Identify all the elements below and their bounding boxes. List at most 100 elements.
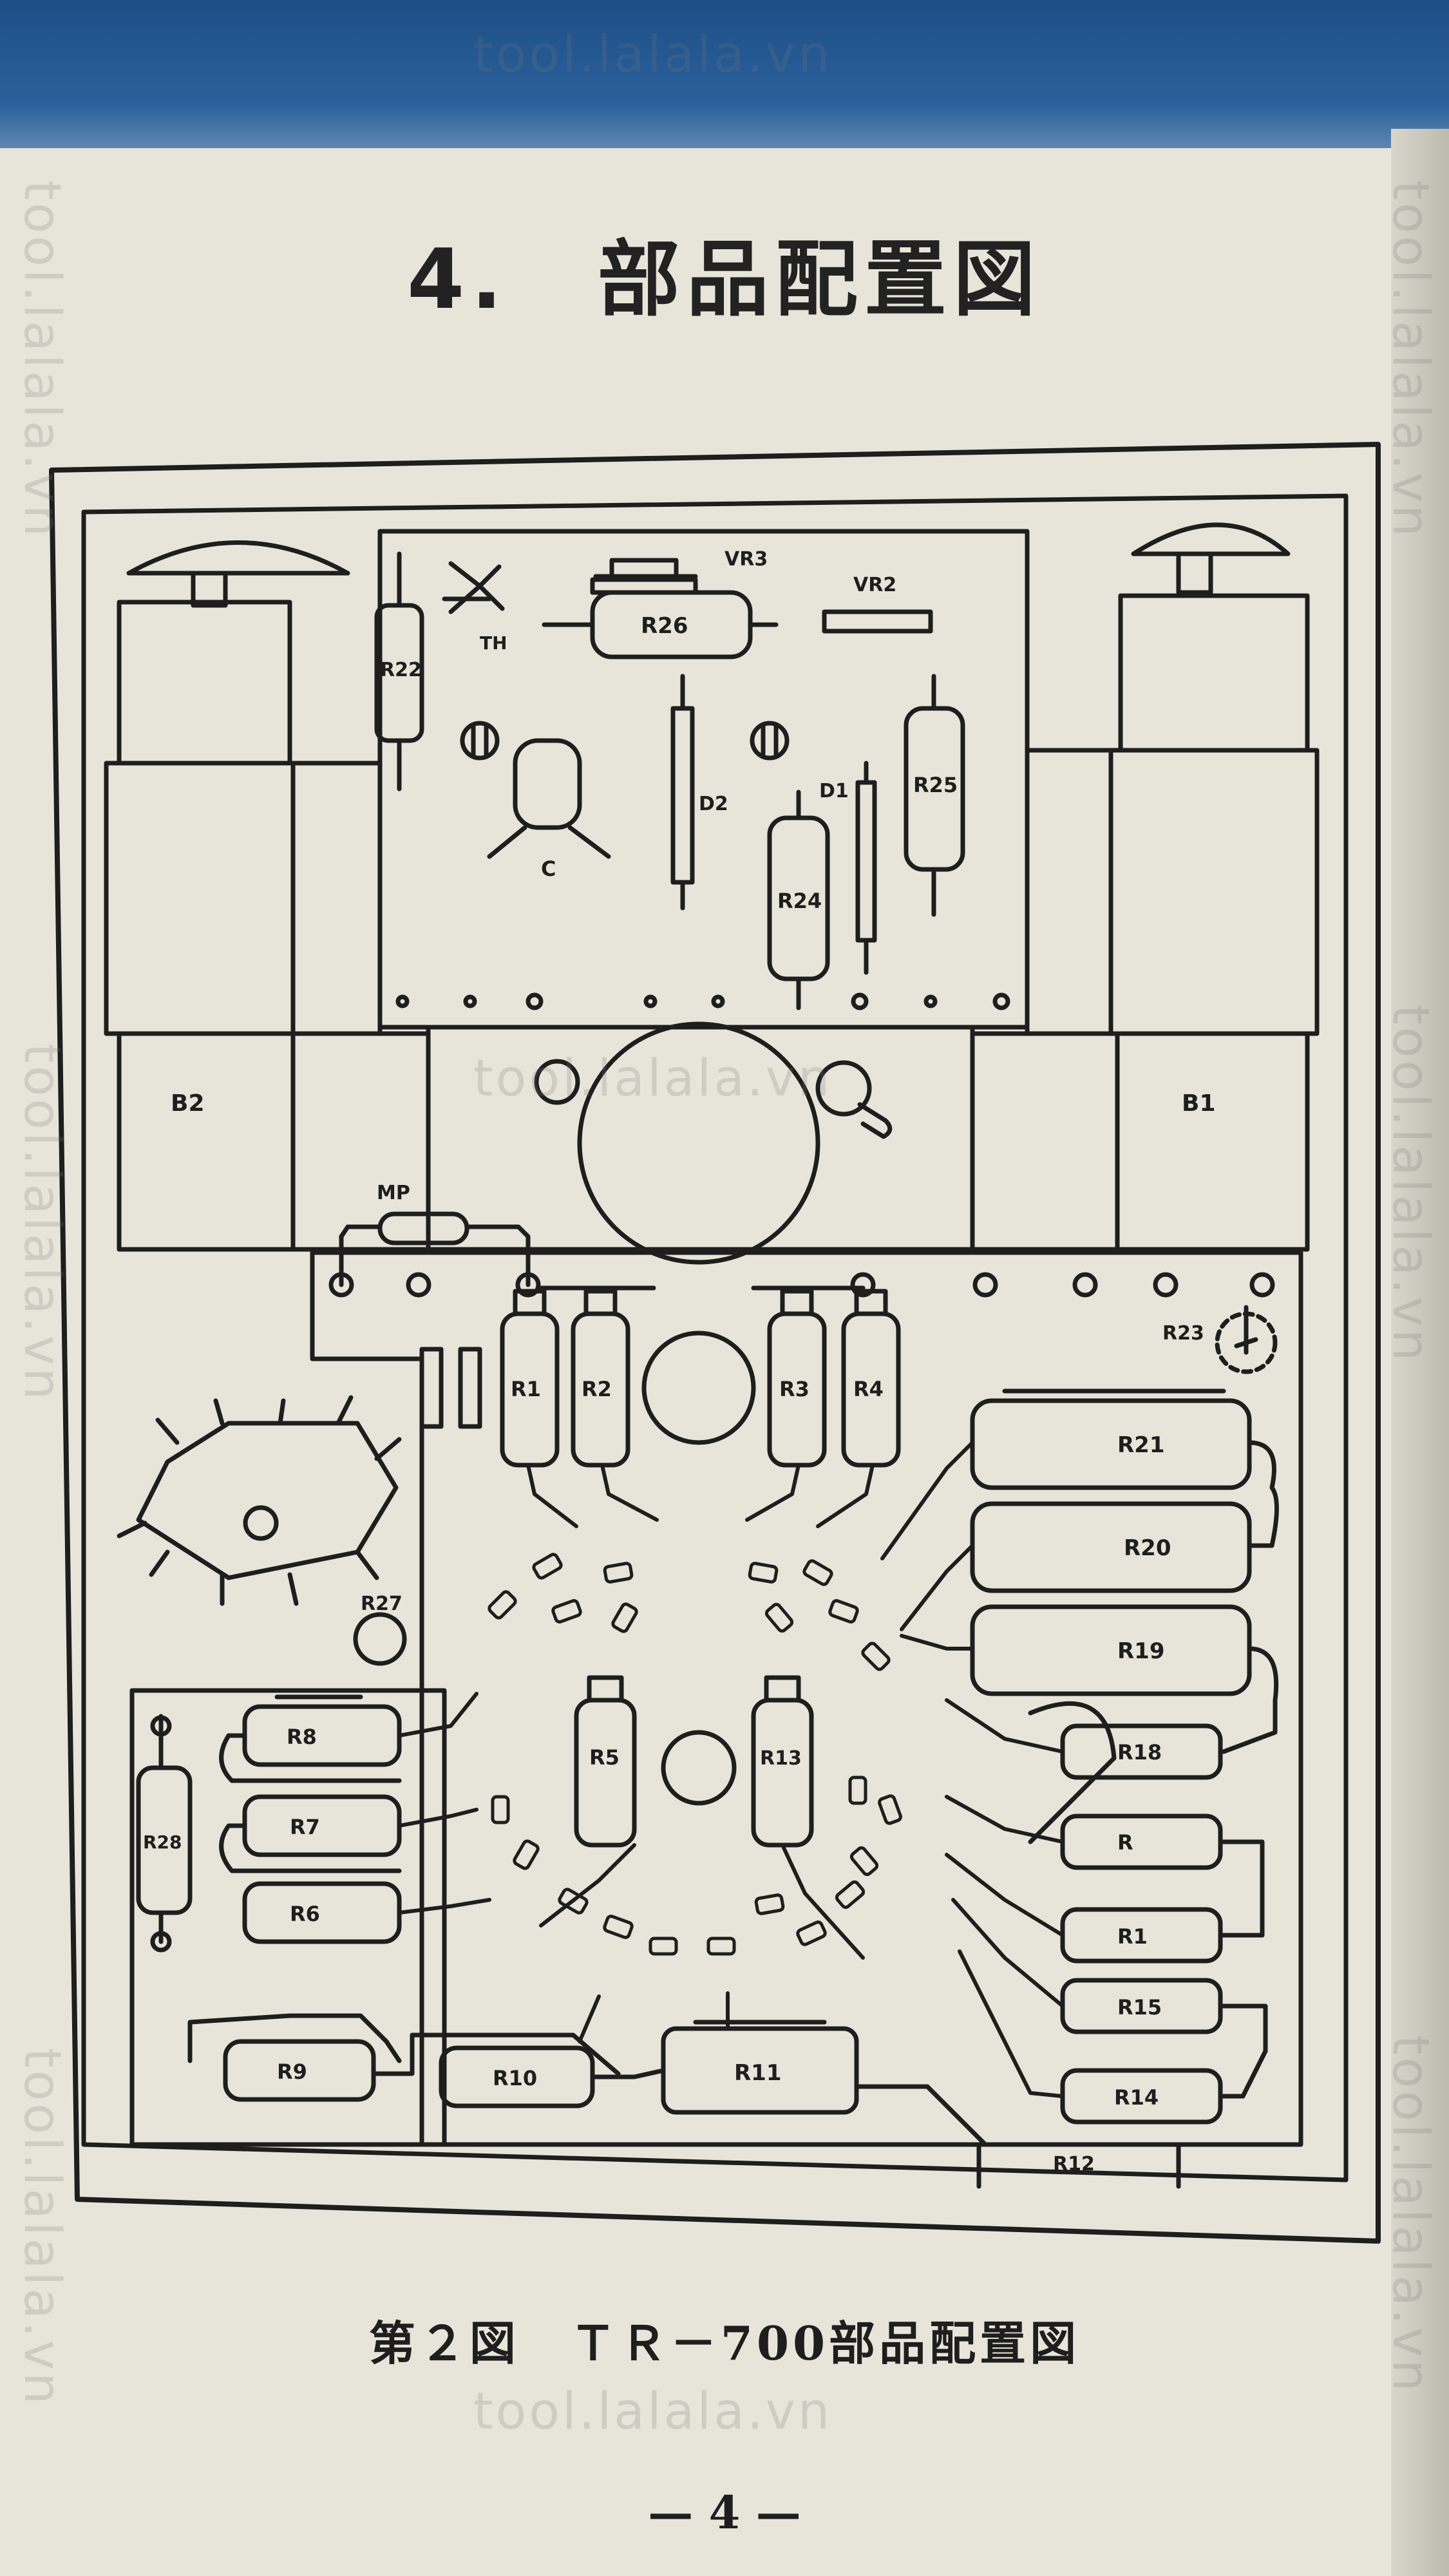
center-transistor [641,1331,756,1445]
r5-resistor [574,1675,637,1848]
small-slots [419,1347,482,1429]
switch-contacts [488,1553,902,1956]
r19-resistor [970,1604,1252,1696]
diode-d2 [670,674,695,911]
r26-resistor [542,590,779,659]
label-r6: R6 [290,1902,320,1926]
label-r27: R27 [361,1593,402,1615]
meter-circle [577,1021,820,1265]
label-r14: R14 [1114,2085,1159,2110]
left-jack-body [104,761,383,1036]
label-r5: R5 [589,1745,620,1770]
meter-panel [426,1025,975,1252]
mp-component [328,1211,541,1298]
watermark-right-1: tool.lalala.vn [1381,180,1439,540]
label-r1: R1 [511,1377,541,1401]
watermark-left-3: tool.lalala.vn [13,2048,71,2407]
label-r12: R12 [1053,2153,1095,2175]
label-r26: R26 [641,613,688,639]
label-mp: MP [377,1182,410,1204]
r24-resistor [767,790,830,1010]
label-r2: R2 [582,1377,612,1401]
label-r11: R11 [734,2060,782,2086]
r22-resistor [374,551,424,791]
r9-resistor [223,2039,376,2102]
right-jack-upper [1118,593,1310,753]
label-r25: R25 [913,773,958,797]
left-jack-upper [117,600,292,766]
right-knob [1131,522,1291,556]
lower-pcb-holes [406,1272,1275,1298]
watermark-right-2: tool.lalala.vn [1381,1005,1439,1364]
center-transistor-2 [661,1730,737,1806]
watermark-top: tool.lalala.vn [473,26,833,84]
r25-resistor [904,674,965,917]
label-r20: R20 [1124,1535,1171,1561]
top-blue-band [0,0,1449,148]
label-d1: D1 [819,780,849,802]
r28-resistor [136,1714,193,1953]
r23-trimmer [1215,1305,1278,1374]
label-r3: R3 [779,1377,810,1401]
watermark-middle: tool.lalala.vn [473,1050,833,1108]
page-title: 4. 部品配置図 [407,232,1042,328]
watermark-left-2: tool.lalala.vn [13,1043,71,1403]
label-r28: R28 [143,1832,182,1853]
label-r19: R19 [1117,1638,1165,1664]
right-jack-body [1025,748,1320,1036]
label-r15: R15 [1117,1995,1162,2020]
figure-caption: 第２図 ＴＲ－700部品配置図 [368,2316,1081,2371]
diagram-labels: VR3 VR2 R26 R22 TH C D2 D1 R25 R24 B2 B1… [143,548,1216,2175]
label-vr2: VR2 [853,574,896,596]
label-r22: R22 [380,659,422,681]
label-r9: R9 [277,2060,307,2084]
label-c: C [541,857,556,881]
lower-left-pcb [129,1688,447,2147]
left-knob [126,540,350,576]
screws-top [460,721,790,761]
label-d2: D2 [699,793,728,815]
r21-resistor [970,1388,1252,1490]
label-r18: R18 [1117,1740,1162,1765]
watermark-bottom: tool.lalala.vn [473,2383,833,2441]
r8-resistor [242,1694,402,1767]
label-vr3: VR3 [724,548,768,571]
watermark-right-3: tool.lalala.vn [1381,2035,1439,2394]
page-spine-shadow [1391,129,1449,2576]
page-number: — 4 — [648,2486,801,2539]
label-r7: R7 [290,1815,320,1839]
rotary-switch [117,1395,402,1606]
r7-resistor [242,1794,402,1857]
label-th: TH [480,632,507,654]
label-r21: R21 [1117,1432,1165,1458]
watermark-left-1: tool.lalala.vn [13,180,71,540]
top-pcb-holes [395,992,1010,1010]
label-r23: R23 [1162,1322,1204,1345]
label-b2: B2 [171,1090,205,1117]
outer-frame [49,442,1381,2244]
right-battery-b1 [1115,1031,1310,1252]
label-r10: R10 [493,2066,537,2090]
vr3-trimmer [590,558,698,595]
label-r: R [1117,1830,1133,1855]
r6-resistor [242,1881,402,1944]
label-r24: R24 [777,889,822,913]
inner-frame [81,493,1349,2183]
label-r1-right: R1 [1117,1924,1148,1949]
r27-trimmer [353,1612,407,1666]
thermistor-th [442,561,505,614]
r20-resistor [970,1501,1252,1593]
left-battery-b2 [117,1031,296,1252]
r12-component [976,2142,1181,2189]
label-r8: R8 [287,1725,317,1749]
capacitor-c [487,738,611,859]
vr2-trimmer [822,609,933,634]
label-r13: R13 [760,1747,802,1770]
wiring [397,1441,1065,2098]
diode-d1 [855,761,877,975]
large-curve [1028,1701,1117,1844]
r-resistor [1060,1814,1223,1870]
label-b1: B1 [1182,1090,1216,1117]
label-r4: R4 [853,1377,884,1401]
